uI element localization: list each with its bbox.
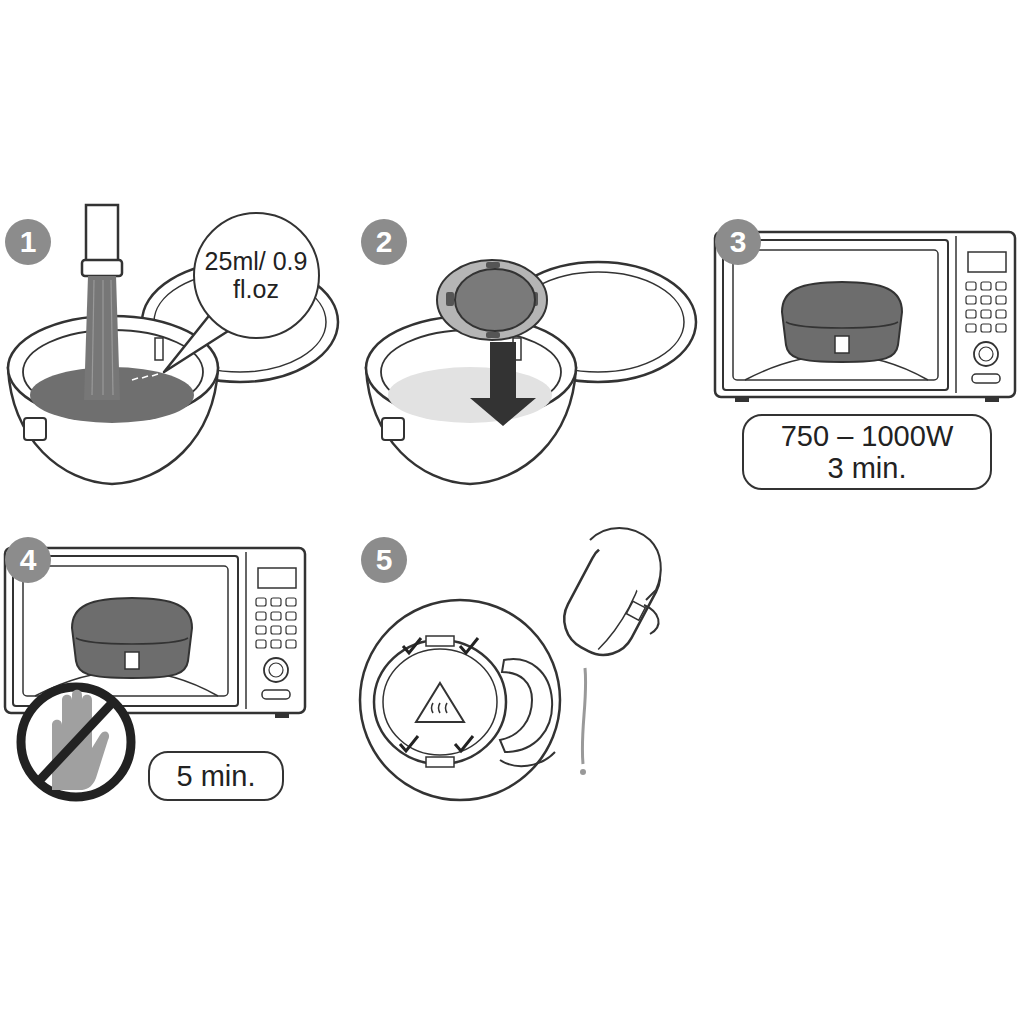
pouring-container [553, 528, 671, 775]
lid-detail [403, 638, 421, 653]
faucet [82, 260, 122, 276]
steam-plate [446, 292, 454, 306]
fill-marks [132, 374, 158, 380]
lid-detail [383, 649, 497, 755]
lid-detail [500, 659, 552, 752]
lid-detail [416, 683, 464, 722]
do-not-touch-sign [21, 687, 131, 797]
steam-plate [486, 332, 500, 338]
volume-text: 25ml/ 0.9 fl.oz [204, 247, 308, 303]
pouring-container [582, 668, 585, 764]
step-number: 3 [715, 219, 761, 265]
pouring-container [590, 528, 661, 600]
lid-detail [426, 757, 454, 767]
do-not-touch-sign [38, 703, 112, 782]
water [388, 367, 552, 423]
speech-bubble: 25ml/ 0.9 fl.oz [193, 212, 320, 339]
step-number: 2 [361, 219, 407, 265]
time-text: 5 min. [177, 760, 256, 792]
faucet [82, 205, 122, 276]
water-stream-lines [92, 280, 94, 395]
lid-detail [360, 600, 560, 800]
lid-detail [432, 703, 448, 713]
microwave [715, 232, 1015, 402]
power-time-text: 750 – 1000W 3 min. [775, 420, 960, 485]
lid-detail [455, 736, 473, 751]
faucet [86, 205, 118, 263]
steam-plate [437, 260, 547, 340]
steam-plate [446, 262, 538, 338]
water-stream [84, 276, 120, 400]
lid-detail [400, 638, 478, 751]
steam-plate [486, 262, 500, 268]
setting-box: 750 – 1000W 3 min. [742, 414, 992, 490]
steam-plate [455, 269, 535, 331]
step-number-text: 5 [376, 543, 393, 577]
pouring-container [580, 769, 586, 775]
step-number: 4 [5, 537, 51, 583]
step-number: 1 [5, 219, 51, 265]
fill-marks [132, 374, 158, 380]
step-number-text: 4 [20, 543, 37, 577]
lid-detail [360, 600, 560, 800]
down-arrow [470, 342, 536, 426]
lid-detail [426, 636, 454, 646]
water-stream-lines [102, 280, 103, 395]
water-stream-lines [111, 280, 113, 395]
step-number: 5 [361, 537, 407, 583]
pouring-container [626, 601, 645, 620]
step-number-text: 2 [376, 225, 393, 259]
bowl-with-lid [366, 262, 696, 484]
step-number-text: 3 [730, 225, 747, 259]
lid-detail [374, 640, 506, 764]
lid-detail [460, 638, 478, 653]
step-number-text: 1 [20, 225, 37, 259]
lid-detail [400, 736, 418, 751]
water-stream-lines [92, 280, 113, 395]
pouring-container [644, 605, 659, 634]
do-not-touch-sign [21, 687, 131, 797]
time-box: 5 min. [148, 751, 284, 801]
lid-detail [500, 752, 555, 766]
steam-plate [437, 260, 547, 340]
